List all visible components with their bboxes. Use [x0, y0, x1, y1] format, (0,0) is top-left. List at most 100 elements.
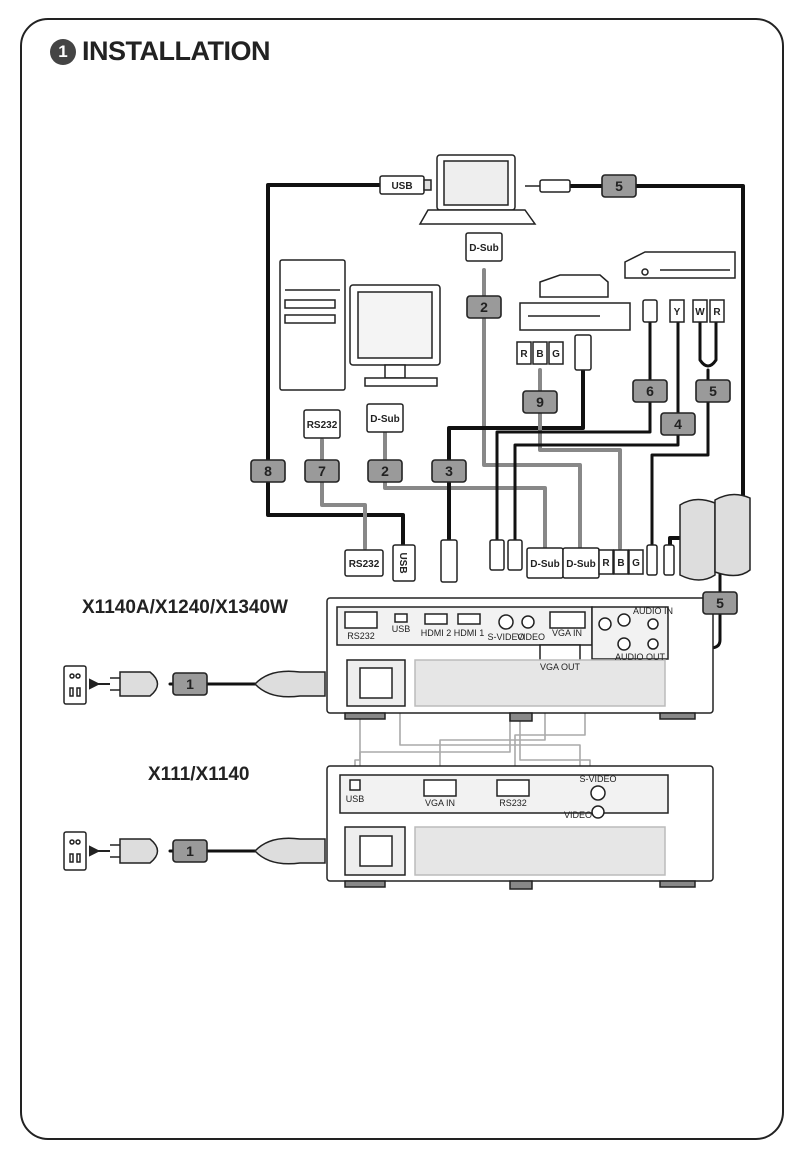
cable-tag-6: 6 [632, 379, 668, 403]
dsub-plug-projector-2: D-Sub [562, 547, 600, 579]
svg-text:1: 1 [186, 676, 194, 692]
svg-text:B: B [536, 349, 543, 360]
audio-plugs-projector [646, 544, 675, 576]
laptop-icon [418, 154, 537, 225]
svg-text:D-Sub: D-Sub [370, 414, 399, 425]
page-title: 1 INSTALLATION [50, 36, 270, 67]
cable-hdmi [447, 368, 585, 542]
cable-composite [513, 318, 680, 542]
speakers-icon [679, 493, 751, 581]
svg-text:9: 9 [536, 394, 544, 410]
port-label-audio-out: AUDIO OUT [615, 652, 666, 662]
cable-tag-8: 8 [250, 459, 286, 483]
cable-tag-5-laptop: 5 [601, 174, 637, 198]
cable-dsub-monitor [383, 428, 547, 550]
port-label-usb: USB [392, 624, 411, 634]
cable-tag-1-lower: 1 [172, 839, 208, 863]
port-label-rs232-lower: RS232 [499, 798, 527, 808]
svg-text:G: G [552, 349, 560, 360]
dsub-plug-monitor: D-Sub [366, 403, 404, 433]
cable-svideo [495, 318, 652, 542]
dsub-plug-projector-1: D-Sub [526, 547, 564, 579]
model-label-lower: X111/X1140 [148, 764, 250, 785]
svideo-plug-projector [489, 539, 523, 571]
svg-text:5: 5 [615, 178, 623, 194]
rs232-plug-projector: RS232 [344, 549, 384, 577]
port-label-usb-lower: USB [346, 794, 365, 804]
cable-audio-player [650, 318, 718, 547]
svg-text:USB: USB [397, 552, 408, 573]
port-label-rs232: RS232 [347, 631, 375, 641]
svg-text:2: 2 [381, 463, 389, 479]
svg-text:4: 4 [674, 416, 682, 432]
port-label-vga-in: VGA IN [552, 628, 582, 638]
audio-plug-laptop [525, 179, 571, 193]
cable-tag-4: 4 [660, 412, 696, 436]
cable-rs232 [320, 438, 367, 550]
cable-tag-2-laptop: 2 [466, 295, 502, 319]
port-label-hdmi1: HDMI 1 [454, 628, 485, 638]
port-label-hdmi2: HDMI 2 [421, 628, 452, 638]
rs232-plug-pc: RS232 [303, 409, 341, 439]
svg-text:B: B [617, 558, 624, 569]
svg-text:R: R [520, 349, 528, 360]
cable-tag-5-player: 5 [695, 379, 731, 403]
svg-text:D-Sub: D-Sub [530, 559, 559, 570]
svg-text:R: R [602, 558, 610, 569]
svg-text:2: 2 [480, 299, 488, 315]
svg-text:5: 5 [716, 595, 724, 611]
usb-plug-laptop: USB [379, 175, 432, 195]
rbg-plugs-projector: R B G [598, 549, 644, 575]
svg-text:W: W [695, 307, 705, 318]
wall-outlet-lower-icon [63, 831, 87, 871]
section-title: INSTALLATION [82, 36, 270, 66]
port-label-audio-in: AUDIO IN [633, 606, 673, 616]
svg-text:8: 8 [264, 463, 272, 479]
cable-tag-9: 9 [522, 390, 558, 414]
power-plug-upper-icon [110, 671, 159, 697]
projector-lower [326, 765, 714, 890]
svg-text:RS232: RS232 [349, 559, 380, 570]
cable-tag-2-monitor: 2 [367, 459, 403, 483]
step-number-badge: 1 [50, 38, 76, 65]
svg-text:D-Sub: D-Sub [469, 243, 498, 254]
rgb-plugs: R B G [516, 341, 564, 365]
svg-text:7: 7 [318, 463, 326, 479]
pc-tower-icon [279, 259, 346, 391]
usb-plug-projector: USB [392, 544, 416, 582]
media-player-icon [624, 251, 736, 279]
wall-outlet-upper-icon [63, 665, 87, 705]
svg-text:USB: USB [391, 181, 412, 192]
svg-text:5: 5 [709, 383, 717, 399]
svg-text:6: 6 [646, 383, 654, 399]
port-label-video: VIDEO [517, 632, 545, 642]
cable-dsub-laptop [482, 268, 582, 550]
power-plug-lower-icon [110, 838, 159, 864]
model-label-upper: X1140A/X1240/X1340W [82, 597, 288, 618]
port-label-vga-out: VGA OUT [540, 662, 581, 672]
ywr-plugs: Y W R [669, 299, 725, 323]
hdmi-plug-projector [440, 539, 458, 583]
svideo-plug-player [642, 299, 658, 323]
dvd-player-icon [519, 274, 631, 331]
dsub-plug-laptop: D-Sub [465, 232, 503, 262]
monitor-icon [349, 284, 441, 387]
hdmi-plug-player [574, 334, 592, 371]
cable-tag-7: 7 [304, 459, 340, 483]
port-label-svideo-lower: S-VIDEO [579, 774, 616, 784]
cable-tag-5-speaker: 5 [702, 591, 738, 615]
port-label-svideo: S-VIDEO [487, 632, 524, 642]
projector-upper [326, 597, 714, 722]
svg-text:1: 1 [186, 843, 194, 859]
svg-text:Y: Y [674, 307, 681, 318]
svg-text:D-Sub: D-Sub [566, 559, 595, 570]
svg-text:RS232: RS232 [307, 420, 338, 431]
cable-tag-3: 3 [431, 459, 467, 483]
page-frame [20, 18, 784, 1140]
svg-text:G: G [632, 558, 640, 569]
port-label-video-lower: VIDEO [564, 810, 592, 820]
cable-tag-1-upper: 1 [172, 672, 208, 696]
svg-text:3: 3 [445, 463, 453, 479]
port-label-vga-in-lower: VGA IN [425, 798, 455, 808]
